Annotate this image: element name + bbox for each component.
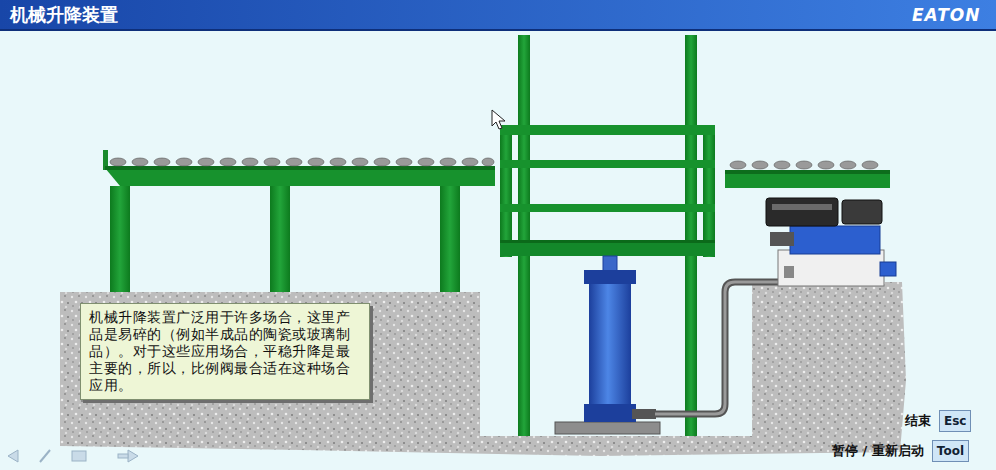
hydraulic-hose-highlight [655,282,790,414]
brand-logo: EATON [912,5,980,25]
button-label: 暂停 / 重新启动 [832,442,924,460]
hydraulic-hose [655,282,790,414]
proportional-valve-unit [766,198,896,286]
pause-button: 暂停 / 重新启动 Tool [832,440,969,462]
nav-icons [8,450,138,462]
lift-tower [500,35,715,436]
ground [60,282,906,456]
button-key: Tool [932,440,969,462]
mouse-cursor [492,110,505,129]
end-button: 结束 Esc [905,410,971,432]
button-key: Esc [939,410,971,432]
left-conveyor [103,150,495,292]
note-box: 机械升降装置广泛用于许多场合，这里产品是易碎的（例如半成品的陶瓷或玻璃制品）。对… [80,303,370,400]
title-bar [0,0,996,29]
note-text: 机械升降装置广泛用于许多场合，这里产品是易碎的（例如半成品的陶瓷或玻璃制品）。对… [89,309,361,394]
hydraulic-cylinder [555,256,660,434]
right-conveyor [725,161,890,188]
title-rule [0,29,996,31]
button-label: 结束 [905,412,931,430]
page-title: 机械升降装置 [10,3,118,27]
